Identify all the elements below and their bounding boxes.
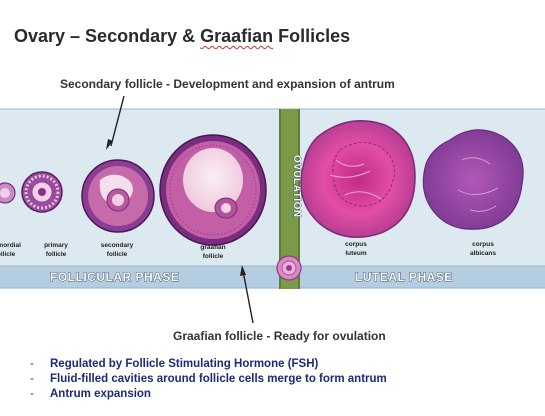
corpus-albicans	[422, 129, 524, 230]
title-prefix: Ovary – Secondary &	[14, 26, 201, 46]
primary-follicle	[21, 171, 63, 213]
title-underlined-word: Graafian	[200, 26, 274, 46]
secondary-follicle	[81, 159, 155, 233]
stage-label-luteum-line2: luteum	[345, 250, 367, 257]
list-item: - Regulated by Follicle Stimulating Hormo…	[30, 357, 387, 372]
page-title: Ovary – Secondary & Graafian Follicles	[14, 26, 350, 47]
primordial-follicle	[0, 182, 16, 204]
stage-label-primordial-line2: follicle	[0, 251, 16, 258]
stage-label-graafian-line1: graafian	[200, 244, 225, 251]
stage-label-primordial-line1: primordial	[0, 242, 21, 249]
bullet-marker: -	[30, 373, 34, 385]
secondary-follicle-callout: Secondary follicle - Development and exp…	[60, 77, 395, 91]
luteal-phase-label: LUTEAL PHASE	[355, 270, 453, 284]
bullet-text: Regulated by Follicle Stimulating Hormon…	[50, 358, 319, 370]
stage-label-primary-line2: follicle	[46, 251, 67, 258]
ovulation-bar	[279, 109, 300, 289]
list-item: - Antrum expansion	[30, 387, 387, 402]
bullet-text: Antrum expansion	[50, 388, 151, 400]
bullet-marker: -	[30, 358, 34, 370]
graafian-follicle	[159, 134, 267, 246]
stage-label-graafian-line2: follicle	[203, 253, 224, 260]
bullet-list: - Regulated by Follicle Stimulating Hormo…	[30, 357, 387, 402]
ovulation-label: OVULATION	[291, 155, 302, 218]
corpus-luteum	[300, 120, 416, 238]
list-item: - Fluid-filled cavities around follicle c…	[30, 372, 387, 387]
released-oocyte	[276, 255, 302, 281]
stage-label-albicans-line1: corpus	[472, 241, 494, 248]
stage-label-secondary-line2: follicle	[107, 251, 128, 258]
stage-label-secondary-line1: secondary	[101, 242, 134, 249]
stage-label-primary-line1: primary	[44, 242, 68, 249]
stage-label-luteum-line1: corpus	[345, 241, 367, 248]
graafian-pointer-arrow	[240, 265, 254, 324]
secondary-pointer-arrow	[106, 95, 125, 150]
graafian-follicle-callout: Graafian follicle - Ready for ovulation	[173, 329, 386, 343]
phase-band	[0, 266, 545, 288]
bullet-marker: -	[30, 388, 34, 400]
stage-label-albicans-line2: albicans	[470, 250, 496, 257]
bullet-text: Fluid-filled cavities around follicle ce…	[50, 373, 387, 385]
title-suffix: Follicles	[273, 26, 351, 46]
follicular-phase-label: FOLLICULAR PHASE	[50, 270, 179, 284]
